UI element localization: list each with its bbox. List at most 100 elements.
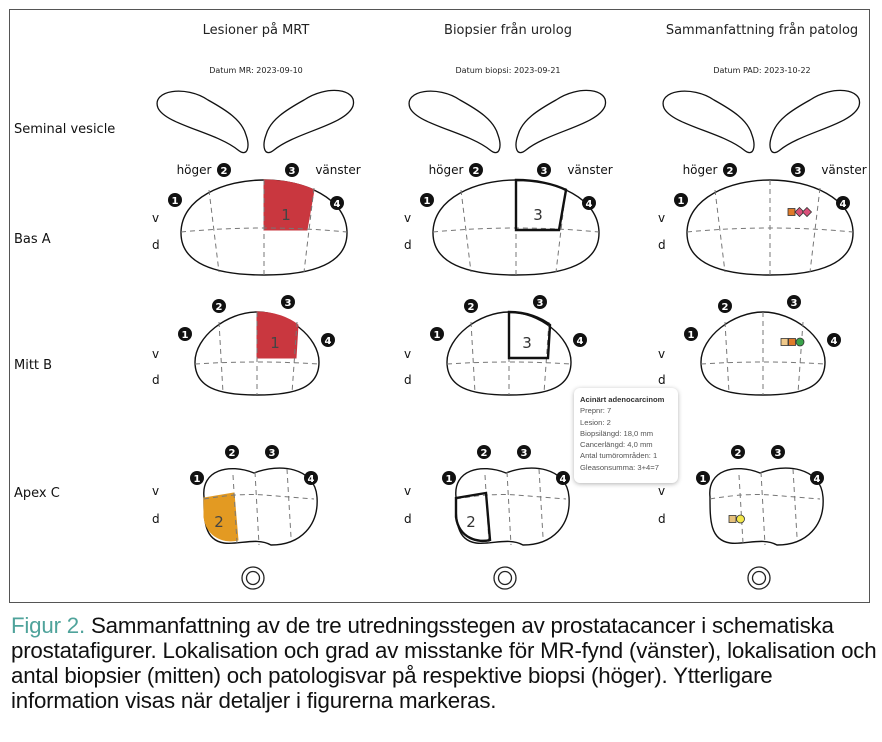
pathology-marker-square[interactable] xyxy=(728,515,737,523)
zone-divider xyxy=(724,321,730,394)
caption-text: Sammanfattning av de tre utredningsstege… xyxy=(11,613,877,713)
zone-number: 3 xyxy=(795,166,802,177)
side-label-left: vänster xyxy=(567,163,612,177)
zone-number: 2 xyxy=(727,166,734,177)
zone-number-circle xyxy=(810,471,824,485)
zone-number-badge: 3 xyxy=(281,295,295,309)
dorsal-label: d xyxy=(658,512,666,526)
zone-number-badge: 2 xyxy=(477,445,491,459)
zone-number-badge: 2 xyxy=(469,163,483,177)
zone-number-badge: 3 xyxy=(265,445,279,459)
seminal-vesicle-left xyxy=(515,89,607,154)
zone-divider xyxy=(203,494,315,500)
side-label-right: höger xyxy=(683,163,718,177)
dorsal-label: d xyxy=(658,373,666,387)
zone-number-circle xyxy=(212,299,226,313)
zone-divider xyxy=(208,189,220,273)
dorsal-label: d xyxy=(404,238,412,252)
zone-divider xyxy=(797,321,804,394)
ring-inner xyxy=(497,570,513,586)
tooltip-line: Biopsilängd: 18,0 mm xyxy=(580,428,654,438)
zone-number-circle xyxy=(464,299,478,313)
orientation-ring-icon xyxy=(747,566,771,590)
column-title: Sammanfattning från patolog xyxy=(666,23,858,38)
zone-number-circle xyxy=(477,445,491,459)
tooltip-line: Prepnr: 7 xyxy=(580,406,612,416)
zone-number-badge: 2 xyxy=(217,163,231,177)
pathology-marker-diamond[interactable] xyxy=(794,206,805,218)
row-label: Bas A xyxy=(14,232,51,247)
ventral-label: v xyxy=(658,211,665,225)
tooltip-title: Acinärt adenocarcinom xyxy=(580,395,665,404)
pathology-marker-diamond[interactable] xyxy=(801,206,813,218)
zone-divider xyxy=(792,468,798,538)
zone-number: 1 xyxy=(434,330,441,341)
zone-number: 3 xyxy=(791,298,798,309)
zone-number-circle xyxy=(771,445,785,459)
dorsal-label: d xyxy=(152,238,160,252)
tooltip-line: Cancerlängd: 4,0 mm xyxy=(580,440,653,450)
ventral-label: v xyxy=(658,347,665,361)
pathology-marker-square[interactable] xyxy=(780,338,789,346)
mri-lesion-region xyxy=(203,492,239,542)
zone-number-badge: 3 xyxy=(517,445,531,459)
pathology-marker-circle[interactable] xyxy=(736,514,745,524)
seminal-vesicle-left xyxy=(263,89,355,154)
zone-number-badge: 2 xyxy=(718,299,732,313)
pathology-marker-square[interactable] xyxy=(788,338,796,346)
zone-number: 3 xyxy=(537,298,544,309)
zone-number-badge: 1 xyxy=(442,471,456,485)
zone-number: 2 xyxy=(722,302,729,313)
zone-number-circle xyxy=(836,196,850,210)
biopsy-region xyxy=(507,310,552,360)
ventral-label: v xyxy=(152,211,159,225)
pathology-marker-circle[interactable] xyxy=(795,337,805,347)
zone-number-circle xyxy=(723,163,737,177)
zone-number: 1 xyxy=(182,330,189,341)
zone-number-badge: 4 xyxy=(556,471,570,485)
column-title: Lesioner på MRT xyxy=(203,23,310,38)
figure-caption: Figur 2. Sammanfattning av de tre utredn… xyxy=(11,613,879,713)
zone-number-badge: 1 xyxy=(168,193,182,207)
zone-number-circle xyxy=(787,295,801,309)
zone-number-badge: 4 xyxy=(836,196,850,210)
zone-number-badge: 1 xyxy=(190,471,204,485)
zone-number: 2 xyxy=(216,302,223,313)
zone-number: 3 xyxy=(289,166,296,177)
pathology-marker-square[interactable] xyxy=(787,208,796,216)
zone-number-badge: 3 xyxy=(771,445,785,459)
mri-lesion-region xyxy=(256,311,299,359)
zone-divider xyxy=(446,361,572,365)
zone-divider xyxy=(709,494,821,500)
tooltip-line: Antal tumörområden: 1 xyxy=(580,451,658,461)
zone-number-badge: 2 xyxy=(731,445,745,459)
orientation-ring-icon xyxy=(493,566,517,590)
zone-number-circle xyxy=(674,193,688,207)
zone-number: 2 xyxy=(735,448,742,459)
biopsy-count: 3 xyxy=(533,206,543,224)
mri-lesion-region xyxy=(263,179,315,231)
zone-number: 2 xyxy=(221,166,228,177)
zone-number-badge: 4 xyxy=(810,471,824,485)
orientation-ring-icon xyxy=(241,566,265,590)
zone-number: 3 xyxy=(285,298,292,309)
zone-number-badge: 4 xyxy=(573,333,587,347)
zone-number-circle xyxy=(304,471,318,485)
zone-divider xyxy=(470,321,476,394)
prostate-outline xyxy=(700,311,826,396)
zone-number-circle xyxy=(420,193,434,207)
zone-number-badge: 1 xyxy=(696,471,710,485)
zone-number: 3 xyxy=(541,166,548,177)
seminal-vesicle-right xyxy=(662,90,755,154)
zone-number-badge: 3 xyxy=(787,295,801,309)
zone-number-circle xyxy=(168,193,182,207)
biopsy-count: 3 xyxy=(522,334,532,352)
zone-number-badge: 4 xyxy=(827,333,841,347)
seminal-vesicle xyxy=(408,89,607,154)
zone-number: 1 xyxy=(194,474,201,485)
